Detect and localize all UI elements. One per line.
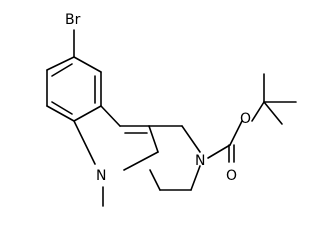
bond (207, 144, 231, 159)
piperidine-ring (148, 125, 201, 191)
bond (73, 120, 96, 165)
ring-nitrogen-label: N (195, 153, 205, 169)
benzene-ring (46, 56, 102, 122)
carbonyl-oxygen-label: O (226, 168, 237, 184)
bond (123, 151, 159, 171)
double-bond-inner (51, 63, 73, 77)
boc-group (207, 73, 297, 163)
structure-diagram: Br N N O O (46, 12, 297, 207)
molecule-drawing: Br N N O O (46, 12, 297, 207)
bond (46, 105, 75, 122)
pyrrole-ring (73, 105, 159, 171)
bromine-label: Br (65, 12, 81, 28)
bond (229, 120, 243, 146)
bond (263, 101, 283, 125)
double-bond-inner (51, 101, 73, 115)
bond (100, 105, 121, 127)
bond (73, 105, 102, 122)
bond (73, 56, 102, 73)
bond (251, 101, 265, 122)
bond (149, 169, 161, 191)
indole-nitrogen-label: N (96, 168, 106, 184)
bond (148, 125, 159, 153)
bond (190, 165, 201, 191)
ester-oxygen-label: O (240, 111, 251, 127)
bond (181, 125, 201, 153)
bond (46, 56, 75, 71)
